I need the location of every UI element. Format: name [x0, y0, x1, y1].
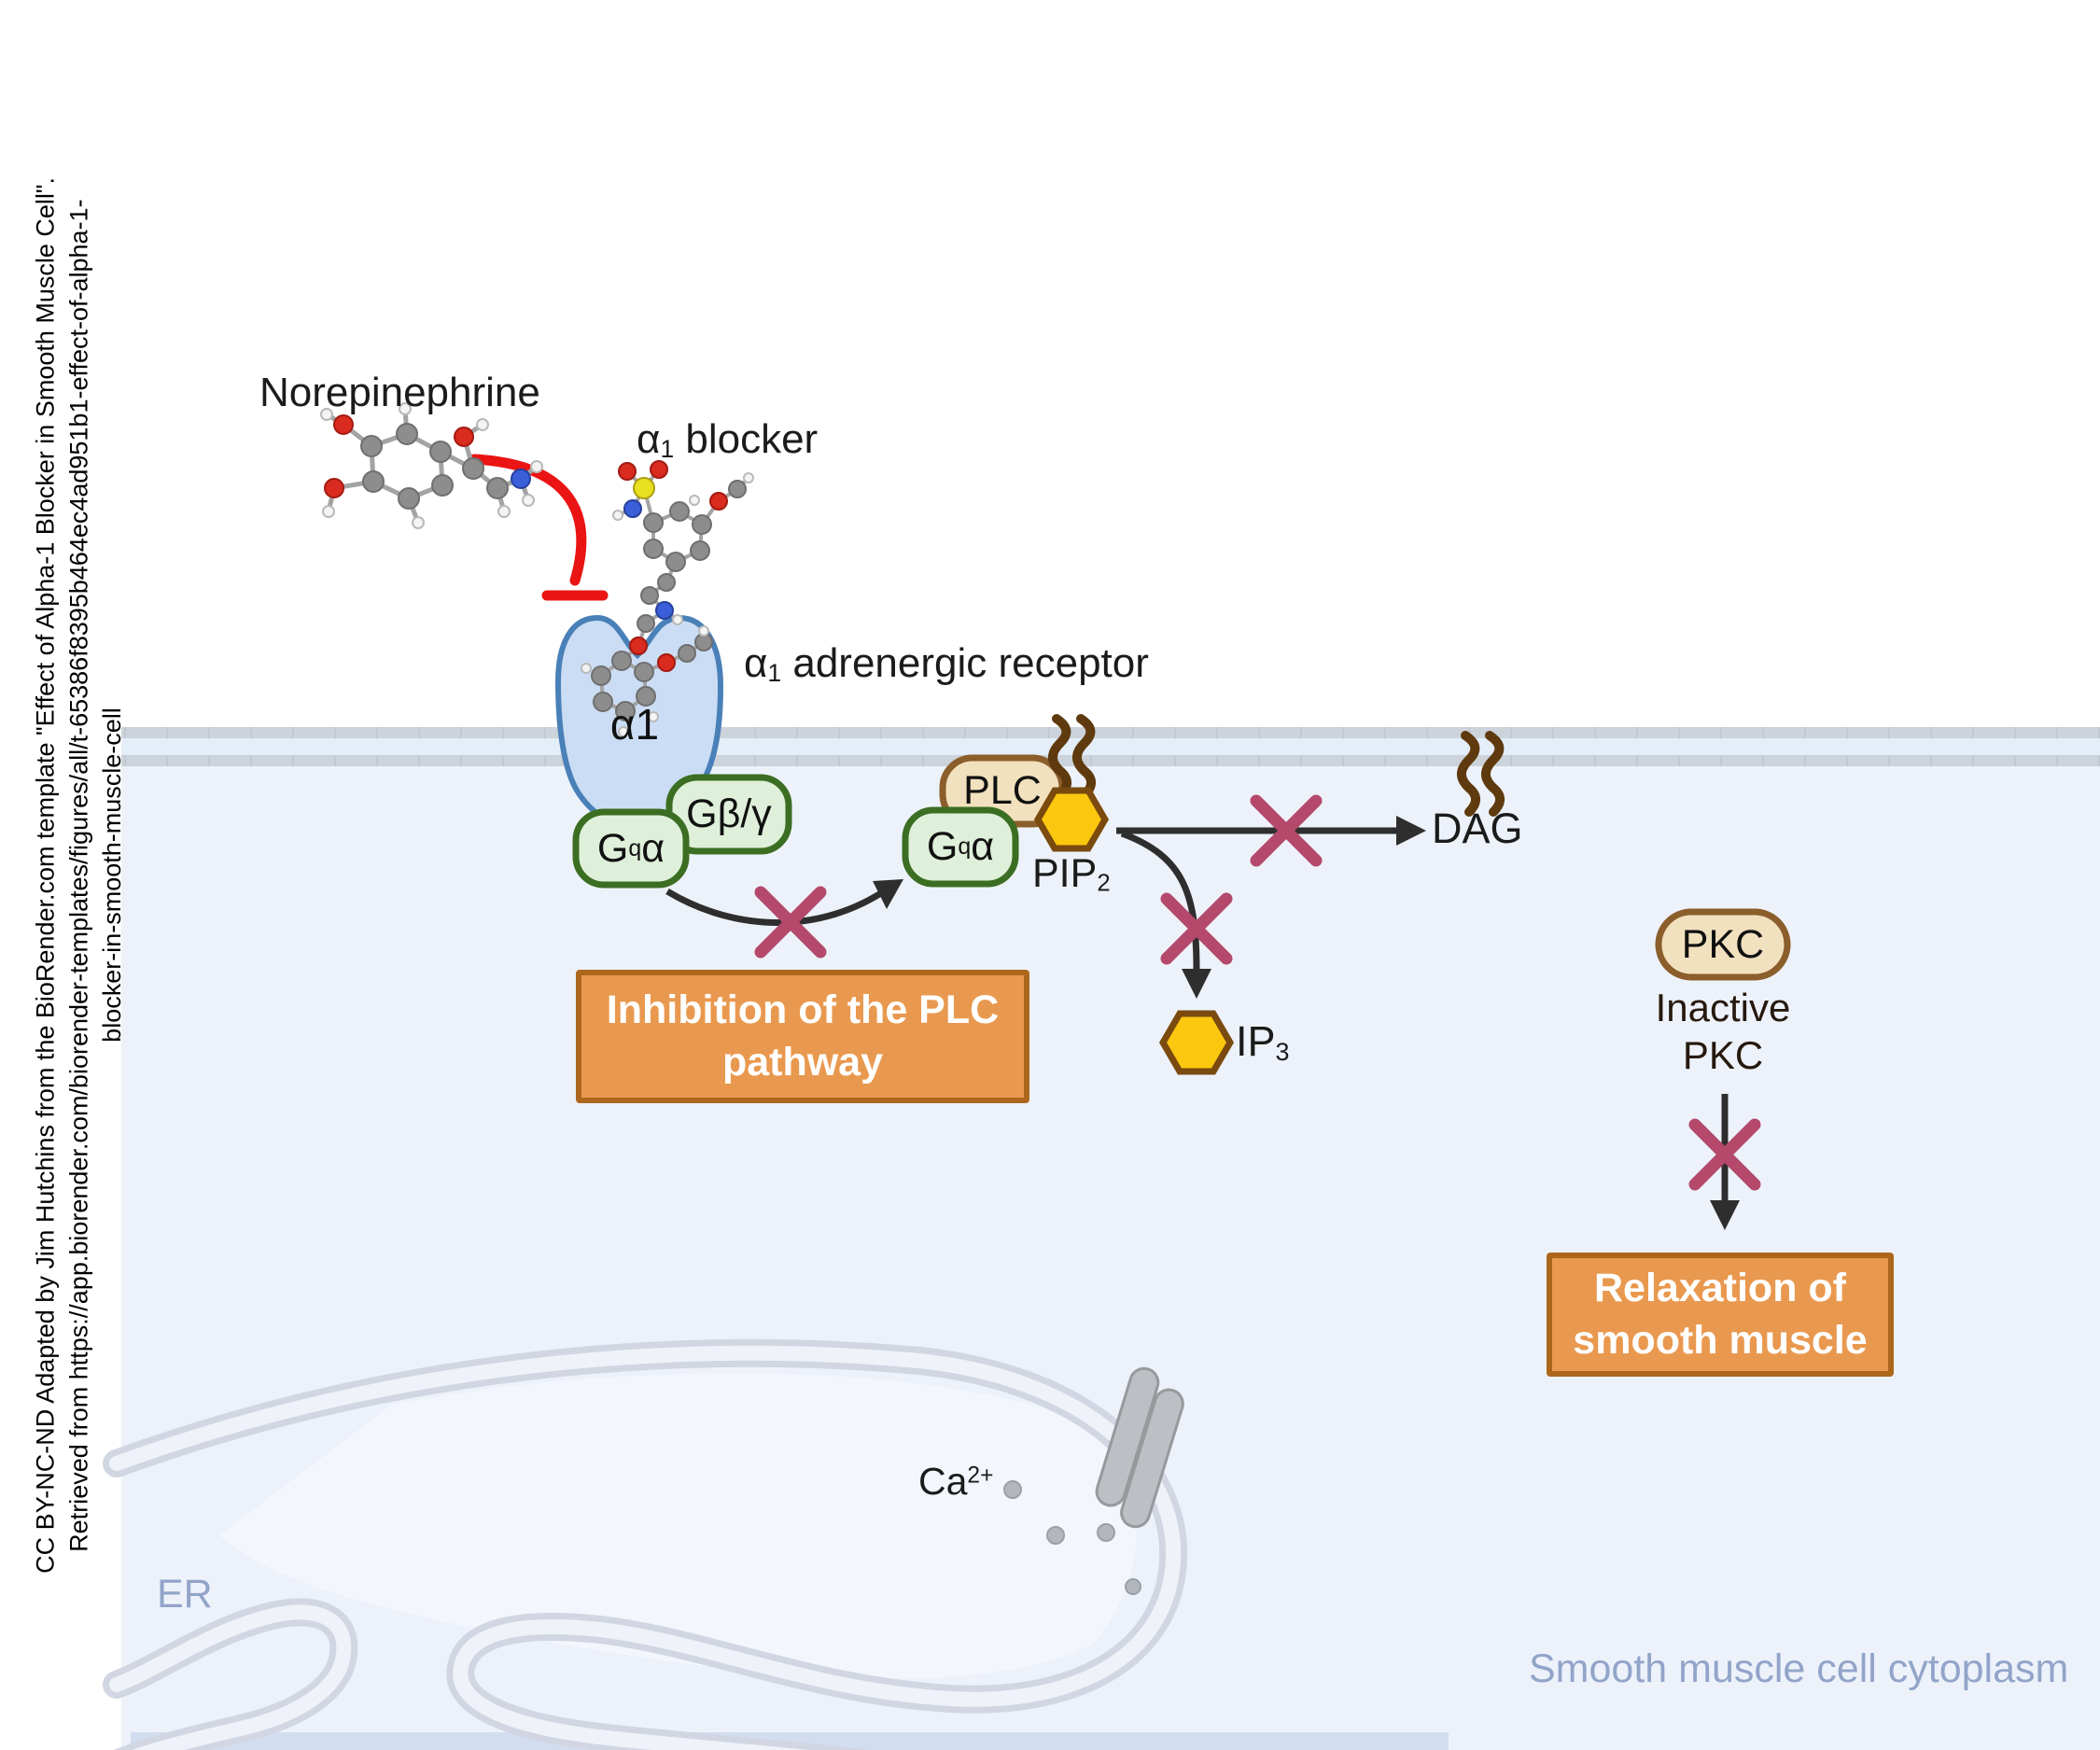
alpha1-blocker-molecule: [581, 460, 754, 737]
gq-alpha-right-shape: [902, 806, 1019, 888]
adrenergic-receptor-label: α1 adrenergic receptor: [744, 640, 1149, 687]
plasma-membrane: [121, 727, 2100, 766]
inhibition-x-marks: [754, 794, 1761, 1191]
er-membrane: [103, 1338, 1188, 1750]
inactive-pkc-label: Inactive PKC: [1655, 986, 1791, 1078]
er-label: ER: [157, 1572, 213, 1617]
ip3-label: IP3: [1236, 1017, 1290, 1066]
er-lumen: [219, 1373, 1137, 1679]
calcium-channel-icon: [1095, 1366, 1184, 1529]
ip3-arrow: [1120, 830, 1200, 972]
receptor-body-label: α1: [609, 700, 660, 749]
pip2-label: PIP2: [1032, 851, 1111, 897]
norepinephrine-label: Norepinephrine: [259, 370, 540, 415]
calcium-label: Ca2+: [918, 1460, 994, 1503]
inhibition-plc-box: Inhibition of the PLC pathway: [576, 970, 1029, 1103]
pkc-shape: [1655, 908, 1791, 981]
gq-alpha-left-shape: [572, 808, 690, 889]
g-beta-gamma-label: Gβ/γ: [686, 791, 772, 836]
pkc-label: PKC: [1681, 921, 1765, 967]
ip3-hexagon: [1158, 1010, 1235, 1075]
plc-label: PLC: [963, 768, 1042, 813]
bottom-membrane-strip: [131, 1732, 1449, 1750]
arrowheads: [873, 816, 1740, 1230]
dag-label: DAG: [1432, 805, 1523, 852]
cytoplasm-label: Smooth muscle cell cytoplasm: [1529, 1646, 2069, 1691]
calcium-ion-dots: [1003, 1480, 1141, 1595]
alpha1-blocker-label: α1 blocker: [637, 416, 819, 463]
translocation-arrow: [665, 887, 889, 926]
relaxation-box: Relaxation of smooth muscle: [1547, 1253, 1894, 1377]
pathway-arrows: [665, 827, 1729, 1204]
pip2-hexagon: [1033, 787, 1110, 852]
norepinephrine-molecule: [320, 402, 543, 529]
inhibition-connector: [469, 454, 609, 601]
